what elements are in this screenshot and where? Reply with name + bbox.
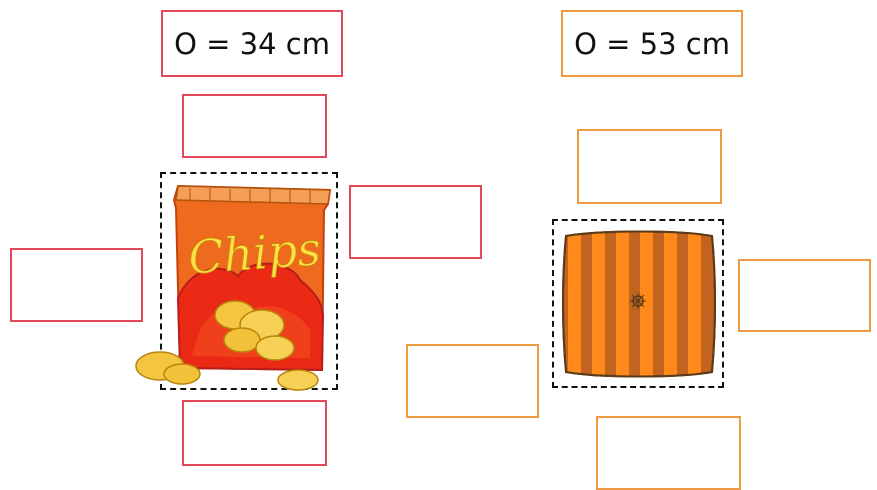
pillow-dashed-outline xyxy=(552,219,724,388)
side-input-pillow-top[interactable] xyxy=(577,129,722,204)
side-input-pillow-left[interactable] xyxy=(406,344,539,418)
perimeter-label-pillow: O = 53 cm xyxy=(561,10,743,77)
side-input-pillow-bottom[interactable] xyxy=(596,416,741,490)
chips-dashed-outline xyxy=(160,172,338,390)
striped-pillow-icon xyxy=(562,230,716,378)
chips-logo-text: Chips xyxy=(187,221,323,284)
chips-bag-icon: Chips xyxy=(135,184,332,391)
side-input-chips-bottom[interactable] xyxy=(182,400,327,466)
side-input-chips-left[interactable] xyxy=(10,248,143,322)
side-input-pillow-right[interactable] xyxy=(738,259,871,332)
side-input-chips-top[interactable] xyxy=(182,94,327,158)
side-input-chips-right[interactable] xyxy=(349,185,482,259)
perimeter-label-chips: O = 34 cm xyxy=(161,10,343,77)
